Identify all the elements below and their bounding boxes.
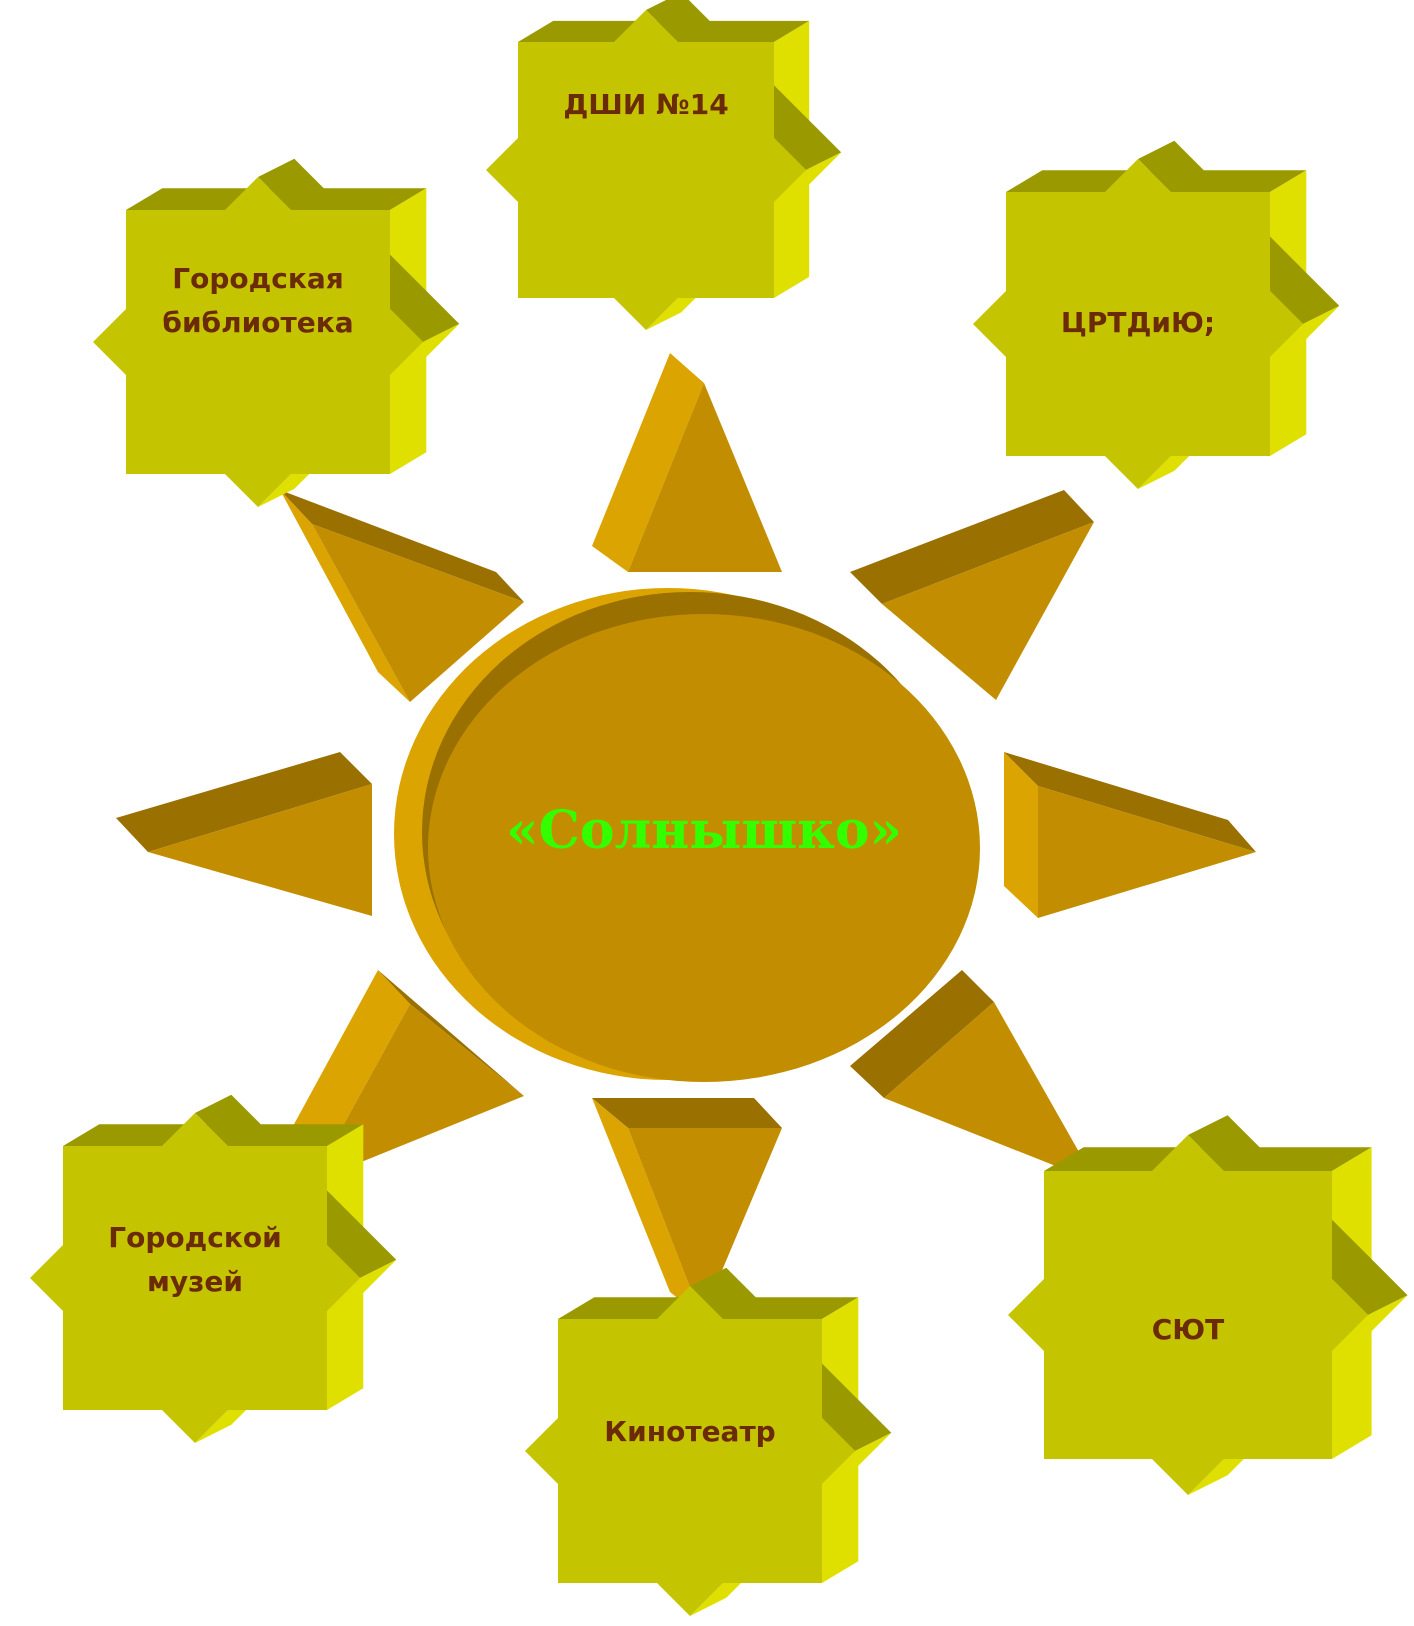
- node-syut: СЮТ: [1008, 1115, 1408, 1495]
- sun-ray-lower-right: [850, 970, 1096, 1182]
- node-label-museum-2: музей: [147, 1265, 243, 1298]
- node-museum: Городской музей: [30, 1094, 397, 1443]
- node-square-face: [1006, 192, 1270, 456]
- node-dshi: ДШИ №14: [486, 0, 842, 330]
- node-square-face: [1044, 1171, 1332, 1459]
- node-label-museum-1: Городской: [108, 1221, 281, 1254]
- sun-ray-top: [592, 353, 782, 572]
- sun-ray-upper-left: [280, 490, 524, 702]
- node-label-dshi: ДШИ №14: [563, 88, 728, 121]
- sun-rays: [116, 353, 1256, 1318]
- node-label-library-1: Городская: [172, 262, 343, 295]
- node-library: Городская библиотека: [93, 158, 460, 507]
- node-square-face: [518, 42, 774, 298]
- node-square-face: [63, 1146, 327, 1410]
- node-label-library-2: библиотека: [162, 306, 353, 339]
- node-crtdiu: ЦРТДиЮ;: [973, 140, 1340, 489]
- sun-ray-upper-right: [850, 490, 1094, 700]
- center-title: «Солнышко»: [506, 800, 902, 861]
- sun-body: [394, 588, 980, 1082]
- node-square-face: [126, 210, 390, 474]
- sun-ray-right: [1004, 752, 1256, 918]
- node-label-syut: СЮТ: [1152, 1313, 1225, 1346]
- node-label-crtdiu: ЦРТДиЮ;: [1061, 306, 1215, 339]
- sun-ray-left: [116, 752, 372, 916]
- node-square-face: [558, 1319, 822, 1583]
- node-cinema: Кинотеатр: [525, 1267, 892, 1616]
- node-label-cinema: Кинотеатр: [604, 1415, 775, 1448]
- sun-ray-bottom: [592, 1098, 782, 1318]
